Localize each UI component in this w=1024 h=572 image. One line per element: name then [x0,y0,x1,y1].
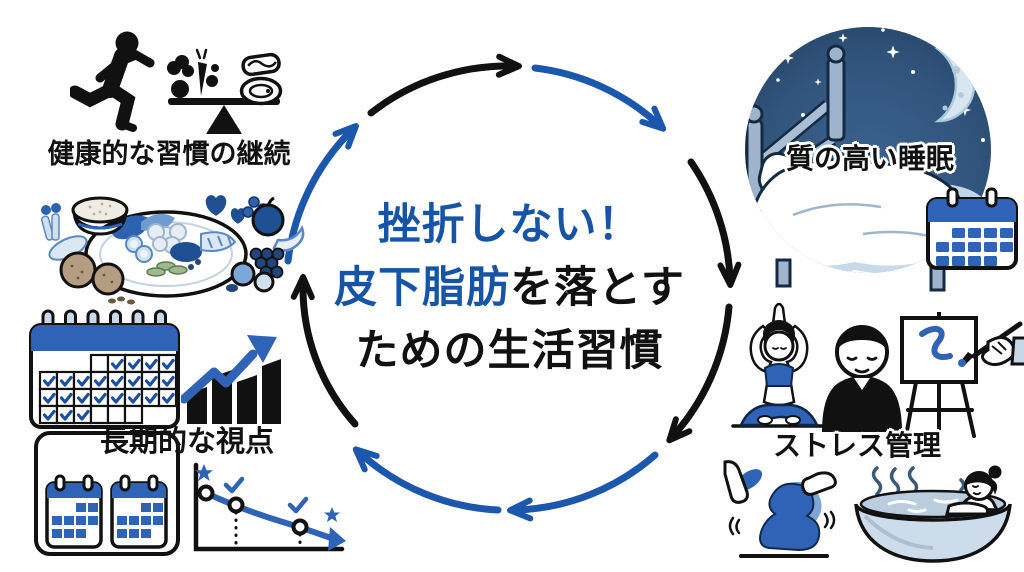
healthy-meal-icon [40,195,305,305]
food-balance-scale-icon [167,48,283,134]
calendar-icon [926,187,1018,270]
cycle-arrow-left-black [290,274,359,428]
runner-icon [70,31,155,132]
bathing-woman [945,465,1002,516]
meditating-man-icon [822,325,902,432]
cycle-arrow-bottom-right-blue [507,451,659,522]
bar-chart-growth-icon [181,335,281,424]
decline-line-chart-icon [193,462,346,552]
yoga-meditation-icon [731,302,827,428]
bath-relax-icon [854,465,1012,563]
dancing-figure-icon [723,460,837,558]
calendar-check-icon [29,309,180,429]
cycle-arrow-bottom-left-blue [352,446,502,514]
cycle-arrow-lower-right-black [666,303,733,444]
center-title-highlight: 皮下脂肪 [334,264,511,312]
cycle-arrow-top-right-blue [531,64,667,132]
calendar-group-frame [34,431,180,556]
mini-calendar-icon [45,474,103,549]
node-label-quality-sleep: 質の高い睡眠 [785,143,954,174]
painting-easel-icon [900,312,1024,438]
center-title-line1: 挫折しない！ [377,201,642,249]
mini-calendar-icon [110,474,168,549]
bed-leg [775,258,792,288]
node-label-long-term-view: 長期的な視点 [99,426,274,458]
center-title: 挫折しない！ 皮下脂肪を落とす ための生活習慣 [312,194,707,383]
cycle-arrow-top-black [367,53,522,117]
steam-icon [871,466,966,498]
cycle-arrow-right-black [687,158,742,288]
center-title-line3: ための生活習慣 [355,327,664,375]
node-label-healthy-habit: 健康的な習慣の継続 [47,139,291,169]
center-title-line2: 皮下脂肪を落とす [334,264,685,312]
node-label-stress-management: ストレス管理 [772,430,941,461]
